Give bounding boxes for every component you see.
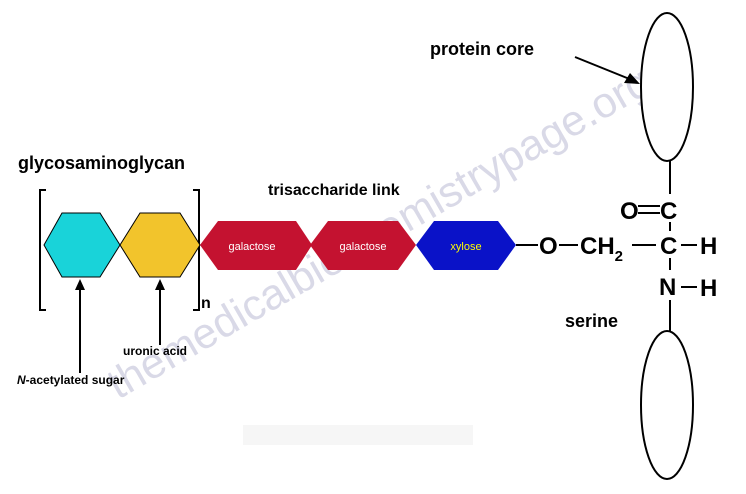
sugar-galactose-1: galactose xyxy=(200,221,312,270)
protein-core-arrow xyxy=(574,56,633,81)
sugar-galactose-2: galactose xyxy=(310,221,416,270)
galactose-label: galactose xyxy=(228,241,275,253)
uronic-acid-arrowhead xyxy=(155,279,165,290)
serine-label: serine xyxy=(565,311,618,331)
protein-core-lower xyxy=(640,330,694,480)
n-acetylated-sugar-hexagon xyxy=(43,212,121,278)
alpha-carbon: C xyxy=(660,233,677,260)
ch2-group: CH2 xyxy=(580,233,623,265)
n-acetylated-sugar-arrowhead xyxy=(75,279,85,290)
glycosaminoglycan-label: glycosaminoglycan xyxy=(18,153,185,173)
sugar-xylose: xylose xyxy=(416,221,516,270)
faint-strip xyxy=(243,425,473,445)
protein-core-arrowhead xyxy=(624,73,640,84)
repeat-bracket-left xyxy=(39,189,46,311)
ester-oxygen: O xyxy=(539,233,558,260)
carbonyl-oxygen: O xyxy=(620,198,639,225)
amine-nitrogen: N xyxy=(659,274,676,301)
galactose-hexagon xyxy=(310,221,416,270)
xylose-hexagon xyxy=(416,221,516,270)
alpha-hydrogen: H xyxy=(700,233,717,260)
trisaccharide-link-label: trisaccharide link xyxy=(268,182,400,199)
n-acetylated-sugar-label: N-acetylated sugar xyxy=(17,373,125,387)
carbonyl-carbon: C xyxy=(660,198,677,225)
repeat-bracket-right xyxy=(193,189,200,311)
xylose-label: xylose xyxy=(450,241,481,253)
repeat-subscript: n xyxy=(201,295,211,312)
protein-core-upper xyxy=(640,12,694,162)
galactose-hexagon xyxy=(200,221,312,270)
protein-core-label: protein core xyxy=(430,39,534,59)
uronic-acid-label: uronic acid xyxy=(123,344,187,358)
amine-hydrogen: H xyxy=(700,275,717,302)
uronic-acid-hexagon xyxy=(119,212,201,278)
galactose-label: galactose xyxy=(339,241,386,253)
